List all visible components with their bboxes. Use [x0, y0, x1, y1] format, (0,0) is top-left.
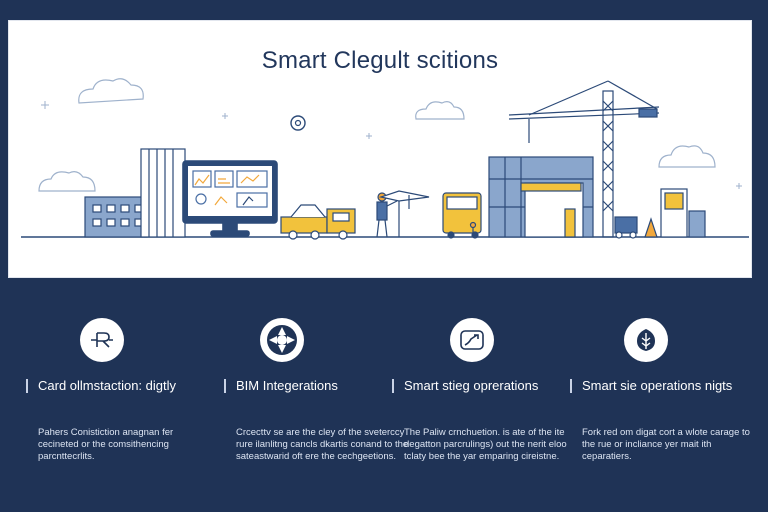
warehouse-building [488, 156, 594, 238]
feature-divider [26, 379, 28, 393]
small-crane [378, 190, 430, 237]
cloud-icon [658, 145, 716, 168]
leaf-shield-icon [624, 318, 668, 362]
chart-trend-icon [450, 318, 494, 362]
hero-panel: Smart Clegult scitions [8, 20, 752, 278]
feature-divider [570, 379, 572, 393]
features-section: Card ollmstaction: digtly Pahers Conisti… [0, 296, 768, 512]
tower-building [140, 148, 186, 238]
feature-description: The Paliw crnchuetion. is ate of the ite… [404, 427, 567, 462]
feature-title: Card ollmstaction: digtly [38, 378, 176, 393]
feature-description: Fork red om digat cort a wlote carage to… [582, 427, 750, 462]
feature-title: Smart sie operations nigts [582, 378, 733, 393]
feature-title: Smart stieg oprerations [404, 378, 539, 393]
site-equipment [614, 188, 706, 239]
cloud-icon [78, 78, 144, 104]
feature-divider [224, 379, 226, 393]
cloud-icon [415, 101, 465, 120]
feature-item: Card ollmstaction: digtly Pahers Conisti… [26, 296, 218, 496]
hero-title: Smart Clegult scitions [261, 47, 499, 74]
feature-divider [392, 379, 394, 393]
r-logo-icon [80, 318, 124, 362]
at-symbol-icon [290, 115, 306, 131]
feature-description: Crcecttv se are the cley of the svetercc… [236, 427, 409, 462]
feature-description: Pahers Conistiction anagnan fer cecinete… [38, 427, 174, 462]
office-building [84, 196, 148, 238]
cloud-icon [38, 171, 96, 192]
sparkle-icon [41, 101, 742, 189]
yellow-bus [442, 192, 482, 239]
feature-item: BIM Integerations Crcecttv se are the cl… [224, 296, 416, 496]
feature-item: Smart sie operations nigts Fork red om d… [570, 296, 762, 496]
tower-crane [508, 80, 660, 238]
feature-item: Smart stieg oprerations The Paliw crnchu… [392, 296, 584, 496]
feature-title: BIM Integerations [236, 378, 338, 393]
construction-scene [21, 78, 749, 240]
desktop-monitor [182, 160, 278, 237]
monitor-screen-content [192, 170, 268, 208]
delivery-truck [280, 204, 356, 240]
bim-cube-icon [260, 318, 304, 362]
